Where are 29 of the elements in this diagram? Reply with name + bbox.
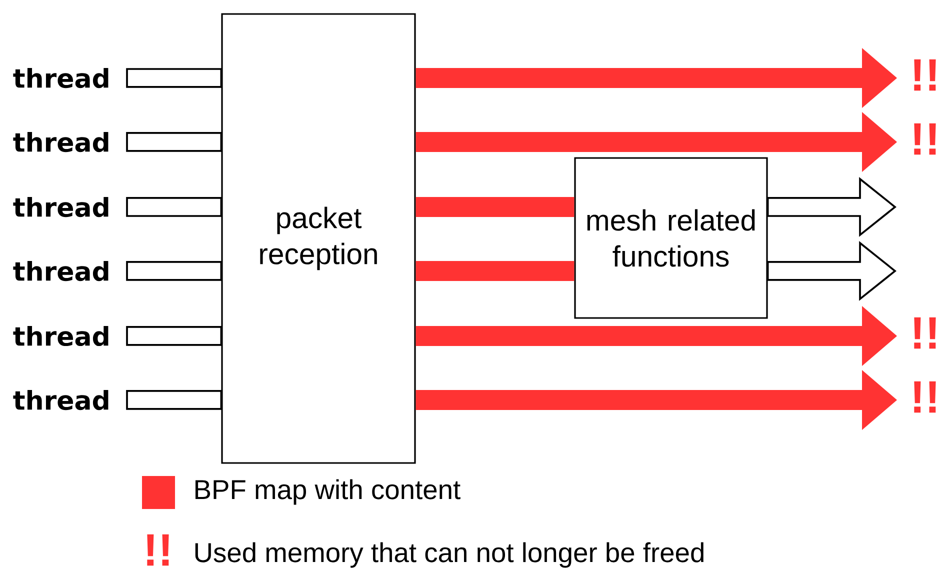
thread-label: thread <box>13 68 108 88</box>
warning-mark: !! <box>914 59 936 91</box>
arrow <box>416 306 897 366</box>
bar <box>416 197 574 217</box>
warning-mark: !! <box>914 123 936 155</box>
thread-label: thread <box>13 132 108 152</box>
warning-mark: !! <box>147 534 169 566</box>
arrow <box>416 370 897 430</box>
warning-mark: !! <box>914 317 936 349</box>
hollow-arrow <box>766 241 896 301</box>
hollow-bar <box>126 132 222 152</box>
warning-mark: !! <box>914 381 936 413</box>
thread-label: thread <box>13 326 108 346</box>
hollow-arrow <box>766 177 896 237</box>
hollow-bar <box>126 197 222 217</box>
thread-label: thread <box>13 260 108 282</box>
hollow-bar <box>126 326 222 346</box>
arrow <box>416 112 897 172</box>
process-box: packet reception <box>221 13 416 464</box>
thread-label: thread <box>13 390 108 410</box>
hollow-bar <box>126 68 222 88</box>
legend-text: Used memory that can not longer be freed <box>195 542 704 568</box>
legend-text: BPF map with content <box>196 479 460 505</box>
thread-label: thread <box>13 196 108 218</box>
bar <box>416 261 574 281</box>
hollow-bar <box>126 390 222 410</box>
process-box: mesh related functions <box>574 157 768 319</box>
hollow-bar <box>126 261 222 281</box>
arrow <box>416 48 897 108</box>
